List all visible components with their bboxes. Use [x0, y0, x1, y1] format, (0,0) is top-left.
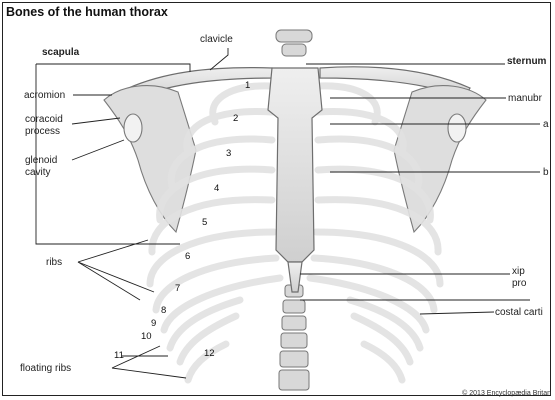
label-glenoid-2: cavity [25, 167, 51, 178]
label-b: b [543, 167, 549, 178]
label-xiphoid-1: xip [512, 266, 525, 277]
label-sternum: sternum [507, 56, 546, 67]
rib-number-4: 4 [214, 183, 219, 194]
label-acromion: acromion [24, 90, 65, 101]
rib-number-8: 8 [161, 305, 166, 316]
label-ribs: ribs [46, 257, 62, 268]
label-xiphoid-2: pro [512, 278, 526, 289]
rib-number-3: 3 [226, 148, 231, 159]
rib-number-10: 10 [141, 331, 152, 342]
page-title: Bones of the human thorax [6, 5, 168, 19]
rib-number-11: 11 [114, 350, 124, 361]
label-clavicle: clavicle [200, 34, 233, 45]
label-glenoid-1: glenoid [25, 155, 57, 166]
copyright-credit: © 2013 Encyclopædia Britan [462, 390, 551, 397]
rib-number-9: 9 [151, 318, 156, 329]
rib-number-12: 12 [204, 348, 215, 359]
label-manubrium: manubr [508, 93, 542, 104]
label-costal-cartilage: costal carti [495, 307, 543, 318]
rib-number-5: 5 [202, 217, 207, 228]
label-coracoid-1: coracoid [25, 114, 63, 125]
label-floating-ribs: floating ribs [20, 363, 71, 374]
rib-number-1: 1 [245, 80, 250, 91]
label-coracoid-2: process [25, 126, 60, 137]
label-scapula: scapula [42, 47, 79, 58]
rib-number-6: 6 [185, 251, 190, 262]
rib-number-7: 7 [175, 283, 180, 294]
label-a: a [543, 119, 549, 130]
rib-number-2: 2 [233, 113, 238, 124]
